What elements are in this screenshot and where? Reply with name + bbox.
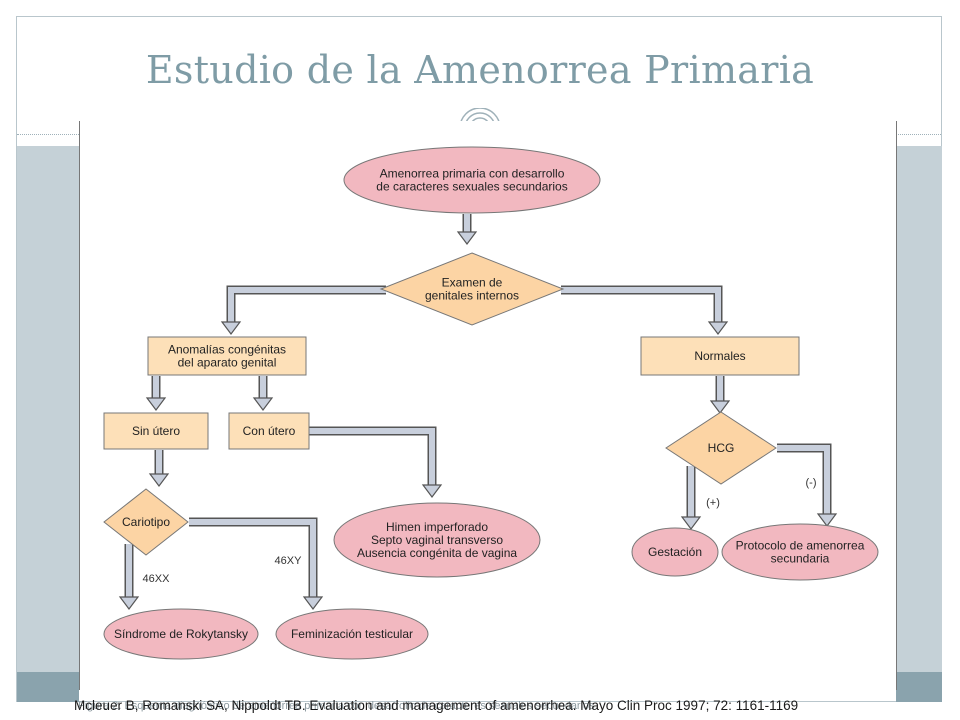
node-sinutero-shape bbox=[103, 412, 209, 450]
bottom-right-decor-band bbox=[896, 672, 942, 702]
node-anom-label: Anomalías congénitas bbox=[168, 343, 286, 357]
node-himen-shape bbox=[333, 502, 541, 578]
node-himen-label: Septo vaginal transverso bbox=[371, 533, 503, 547]
node-conutero-shape bbox=[228, 412, 310, 450]
node-hcg: HCG bbox=[665, 411, 777, 485]
bottom-left-decor-band bbox=[17, 672, 79, 702]
node-gestacion: Gestación bbox=[631, 527, 719, 577]
node-anom-label: del aparato genital bbox=[178, 356, 277, 370]
right-decor-band bbox=[896, 146, 942, 672]
node-start-label: de caracteres sexuales secundarios bbox=[376, 180, 567, 194]
node-feminizacion-shape bbox=[275, 608, 429, 660]
left-decor-band bbox=[17, 146, 79, 672]
arrow-exam-normal bbox=[561, 285, 729, 335]
arrow-hcg-gestacion bbox=[680, 466, 702, 530]
arrow-start-exam bbox=[456, 214, 478, 245]
node-start-shape bbox=[343, 146, 601, 214]
arrow-cariotipo-rokytansky bbox=[118, 544, 140, 610]
node-feminizacion: Feminización testicular bbox=[275, 608, 429, 660]
arrow-anom-sinutero bbox=[145, 376, 167, 411]
node-exam-shape bbox=[379, 252, 565, 326]
edge-label-xx: 46XX bbox=[143, 573, 171, 585]
node-normal-label: Normales bbox=[694, 349, 745, 363]
edge-labels: 46XX 46XY (+) (-) bbox=[143, 477, 817, 585]
node-conutero: Con útero bbox=[228, 412, 310, 450]
node-protocolo-label: Protocolo de amenorrea bbox=[736, 539, 865, 553]
edge-label-pos: (+) bbox=[706, 497, 720, 509]
node-gestacion-label: Gestación bbox=[648, 545, 702, 559]
citation: Mcleuer B, Romanski SA, Nippoldt TB. Eva… bbox=[74, 698, 799, 713]
arrow-hcg-protocolo bbox=[777, 443, 838, 527]
arrow-conutero-himen bbox=[308, 426, 443, 498]
arrow-sinutero-cariotipo bbox=[148, 450, 170, 487]
node-normal: Normales bbox=[640, 336, 800, 376]
node-rokytansky-shape bbox=[103, 608, 259, 660]
arrow-cariotipo-feminizacion bbox=[189, 517, 324, 610]
slide-title: Estudio de la Amenorrea Primaria bbox=[145, 48, 815, 92]
arrow-normal-hcg bbox=[709, 376, 731, 414]
node-gestacion-shape bbox=[631, 527, 719, 577]
node-rokytansky-label: Síndrome de Rokytansky bbox=[114, 627, 248, 641]
node-sinutero: Sin útero bbox=[103, 412, 209, 450]
arrow-exam-anom bbox=[220, 285, 386, 335]
node-cariotipo: Cariotipo bbox=[103, 488, 189, 556]
node-protocolo-label: secundaria bbox=[771, 552, 830, 566]
node-feminizacion-label: Feminización testicular bbox=[291, 627, 413, 641]
arrow-anom-conutero bbox=[252, 376, 274, 411]
edge-label-xy: 46XY bbox=[275, 555, 303, 567]
node-exam-label: genitales internos bbox=[425, 289, 519, 303]
node-himen-label: Himen imperforado bbox=[386, 520, 488, 534]
edge-label-neg: (-) bbox=[806, 477, 817, 489]
node-normal-shape bbox=[640, 336, 800, 376]
node-protocolo-shape bbox=[721, 523, 879, 581]
node-rokytansky: Síndrome de Rokytansky bbox=[103, 608, 259, 660]
node-hcg-shape bbox=[665, 411, 777, 485]
node-cariotipo-label: Cariotipo bbox=[122, 515, 170, 529]
node-exam-label: Examen de bbox=[442, 276, 503, 290]
node-conutero-label: Con útero bbox=[243, 424, 296, 438]
figure-caption: Figura 2. Esquema diagnóstico de amenorr… bbox=[78, 700, 598, 712]
node-sinutero-label: Sin útero bbox=[132, 424, 180, 438]
connectors bbox=[118, 214, 838, 610]
node-hcg-label: HCG bbox=[708, 441, 735, 455]
node-anom-shape bbox=[147, 336, 307, 376]
node-start-label: Amenorrea primaria con desarrollo bbox=[380, 167, 565, 181]
node-himen-label: Ausencia congénita de vagina bbox=[357, 546, 517, 560]
node-cariotipo-shape bbox=[103, 488, 189, 556]
